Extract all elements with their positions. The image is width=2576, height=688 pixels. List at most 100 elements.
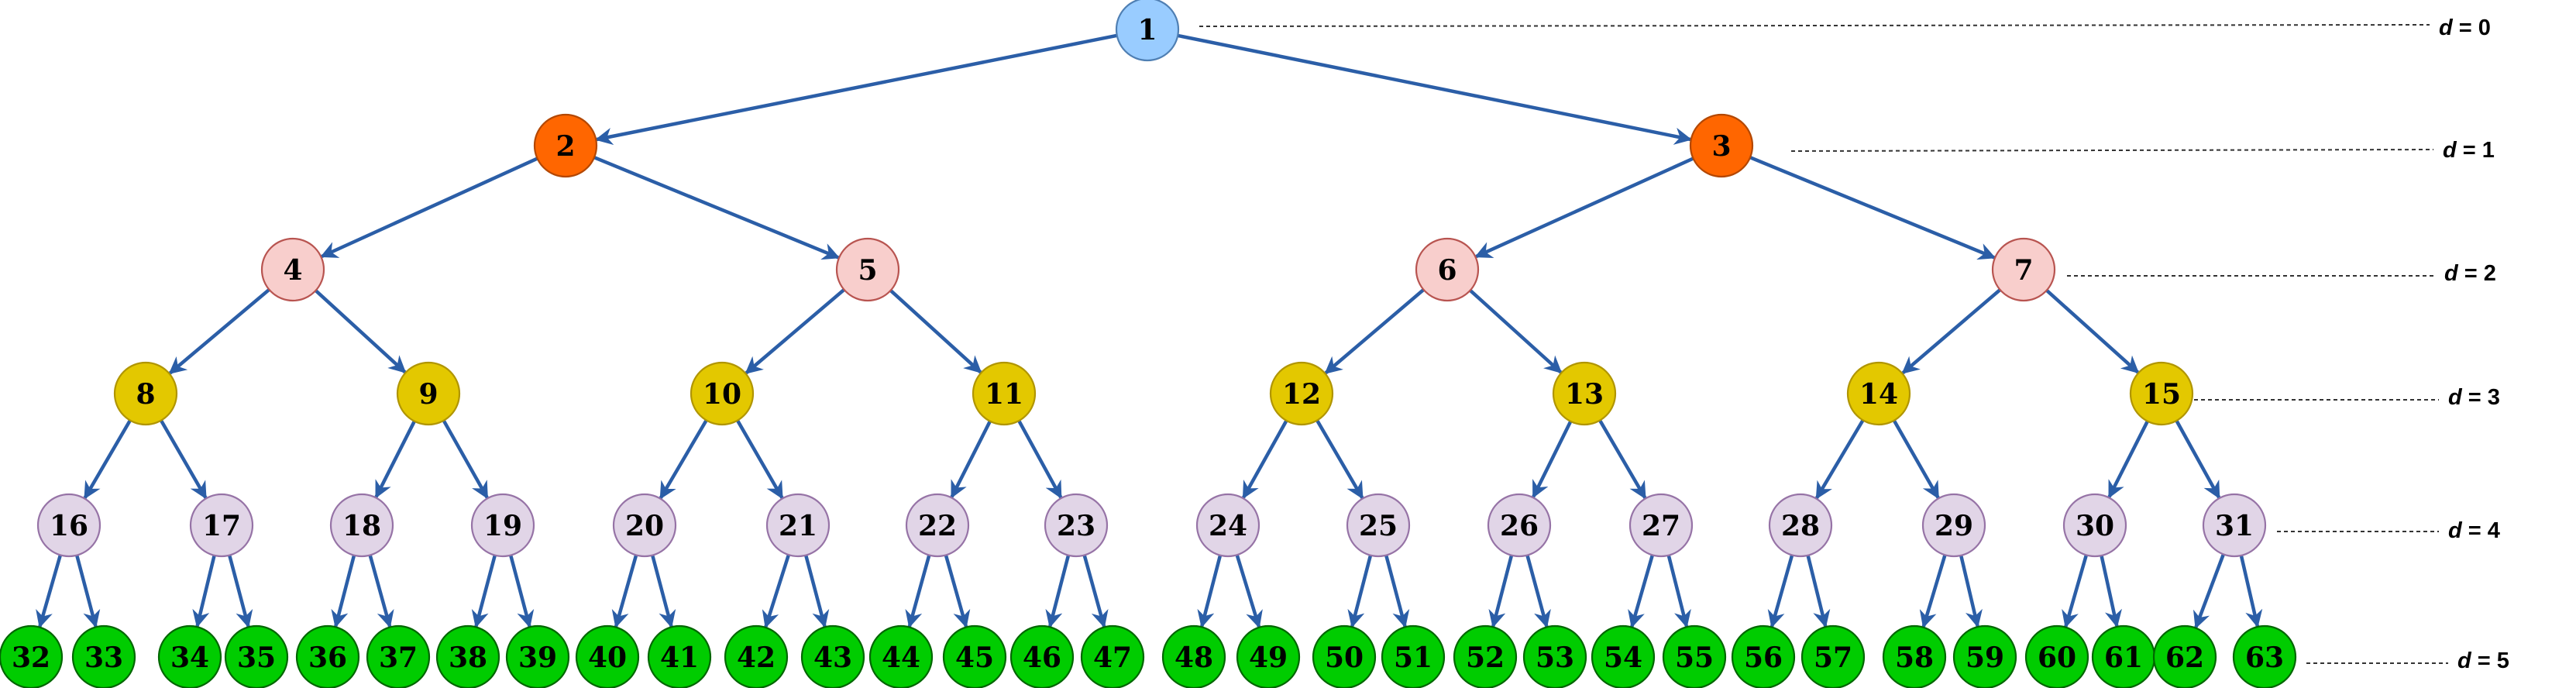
tree-node-41: 41 (647, 624, 712, 688)
edge-18-36 (331, 555, 356, 628)
edge-17-35 (228, 555, 253, 628)
edge-1-3 (1177, 33, 1693, 145)
edge-3-6 (1474, 157, 1694, 259)
depth-guide-line-1 (1790, 149, 2434, 152)
node-label: 58 (1895, 642, 1934, 674)
node-circle (1662, 624, 1727, 688)
edge-5-11 (889, 289, 982, 374)
tree-node-46: 46 (1009, 624, 1075, 688)
node-circle (1846, 361, 1911, 426)
tree-node-55: 55 (1662, 624, 1727, 688)
node-circle (435, 624, 500, 688)
node-circle (2129, 361, 2194, 426)
tree-node-22: 22 (905, 493, 970, 558)
node-label: 8 (136, 378, 155, 411)
node-label: 61 (2104, 642, 2143, 674)
tree-node-59: 59 (1952, 624, 2017, 688)
tree-node-14: 14 (1846, 361, 1911, 426)
tree-node-11: 11 (972, 361, 1037, 426)
node-label: 15 (2142, 378, 2181, 411)
tree-node-47: 47 (1080, 624, 1145, 688)
node-circle (1628, 493, 1694, 558)
edge-8-17 (160, 419, 208, 500)
node-label: 24 (1209, 510, 1247, 542)
tree-node-45: 45 (942, 624, 1007, 688)
edge-27-54 (1628, 554, 1655, 628)
node-circle (2024, 624, 2089, 688)
node-circle (868, 624, 934, 688)
depth-label-3: d = 3 (2448, 385, 2500, 410)
node-label: 51 (1394, 642, 1432, 674)
tree-node-25: 25 (1346, 493, 1411, 558)
edge-5-10 (745, 288, 845, 375)
edge-6-13 (1469, 289, 1563, 374)
edge-15-30 (2107, 420, 2149, 499)
depth-guides (1199, 24, 2448, 664)
node-circle (2202, 493, 2267, 558)
tree-node-63: 63 (2232, 624, 2297, 688)
edge-13-26 (1532, 420, 1573, 499)
depth-label-var: d (2443, 138, 2457, 163)
depth-label-value: = 4 (2462, 518, 2500, 543)
depth-label-value: = 2 (2458, 261, 2496, 286)
node-circle (1552, 361, 1617, 426)
depth-label-var: d (2439, 15, 2454, 40)
edge-10-21 (736, 419, 784, 500)
node-label: 39 (518, 642, 557, 674)
node-circle (1689, 113, 1754, 178)
node-label: 44 (882, 642, 920, 674)
edge-31-62 (2193, 553, 2226, 629)
tree-node-19: 19 (470, 493, 535, 558)
edge-29-59 (1959, 555, 1983, 628)
node-label: 22 (918, 510, 957, 542)
tree-node-56: 56 (1731, 624, 1796, 688)
tree-node-37: 37 (366, 624, 431, 688)
node-circle (1522, 624, 1587, 688)
node-circle (1236, 624, 1301, 688)
edge-18-37 (368, 555, 394, 628)
edge-20-41 (651, 555, 676, 628)
node-circle (724, 624, 789, 688)
node-label: 40 (588, 642, 627, 674)
node-label: 25 (1359, 510, 1398, 542)
edge-22-45 (944, 554, 971, 628)
node-label: 3 (1711, 130, 1731, 163)
node-circle (1161, 624, 1226, 688)
edge-19-39 (509, 555, 535, 628)
tree-node-18: 18 (329, 493, 394, 558)
node-label: 49 (1249, 642, 1288, 674)
node-label: 10 (703, 378, 741, 411)
node-label: 37 (379, 642, 418, 674)
node-label: 17 (202, 510, 241, 542)
node-label: 55 (1675, 642, 1714, 674)
tree-node-4: 4 (260, 237, 325, 302)
node-circle (905, 493, 970, 558)
edge-23-47 (1082, 555, 1109, 628)
node-label: 9 (418, 378, 438, 411)
node-label: 59 (1966, 642, 2004, 674)
tree-node-34: 34 (157, 624, 222, 688)
node-label: 30 (2076, 510, 2114, 542)
tree-node-61: 61 (2091, 624, 2156, 688)
node-circle (1991, 237, 2056, 302)
node-label: 53 (1536, 642, 1574, 674)
edge-24-49 (1235, 554, 1263, 628)
tree-node-51: 51 (1381, 624, 1446, 688)
tree-node-52: 52 (1453, 624, 1518, 688)
node-label: 50 (1325, 642, 1364, 674)
node-circle (71, 624, 136, 688)
node-circle (1487, 493, 1552, 558)
tree-node-38: 38 (435, 624, 500, 688)
tree-node-17: 17 (189, 493, 254, 558)
node-circle (470, 493, 535, 558)
node-circle (329, 493, 394, 558)
node-circle (2232, 624, 2297, 688)
tree-node-24: 24 (1195, 493, 1260, 558)
node-circle (2062, 493, 2127, 558)
node-circle (612, 493, 677, 558)
tree-node-16: 16 (36, 493, 101, 558)
edge-30-60 (2062, 554, 2089, 628)
depth-label-0: d = 0 (2439, 15, 2491, 40)
edge-9-18 (374, 420, 416, 499)
node-label: 33 (84, 642, 123, 674)
